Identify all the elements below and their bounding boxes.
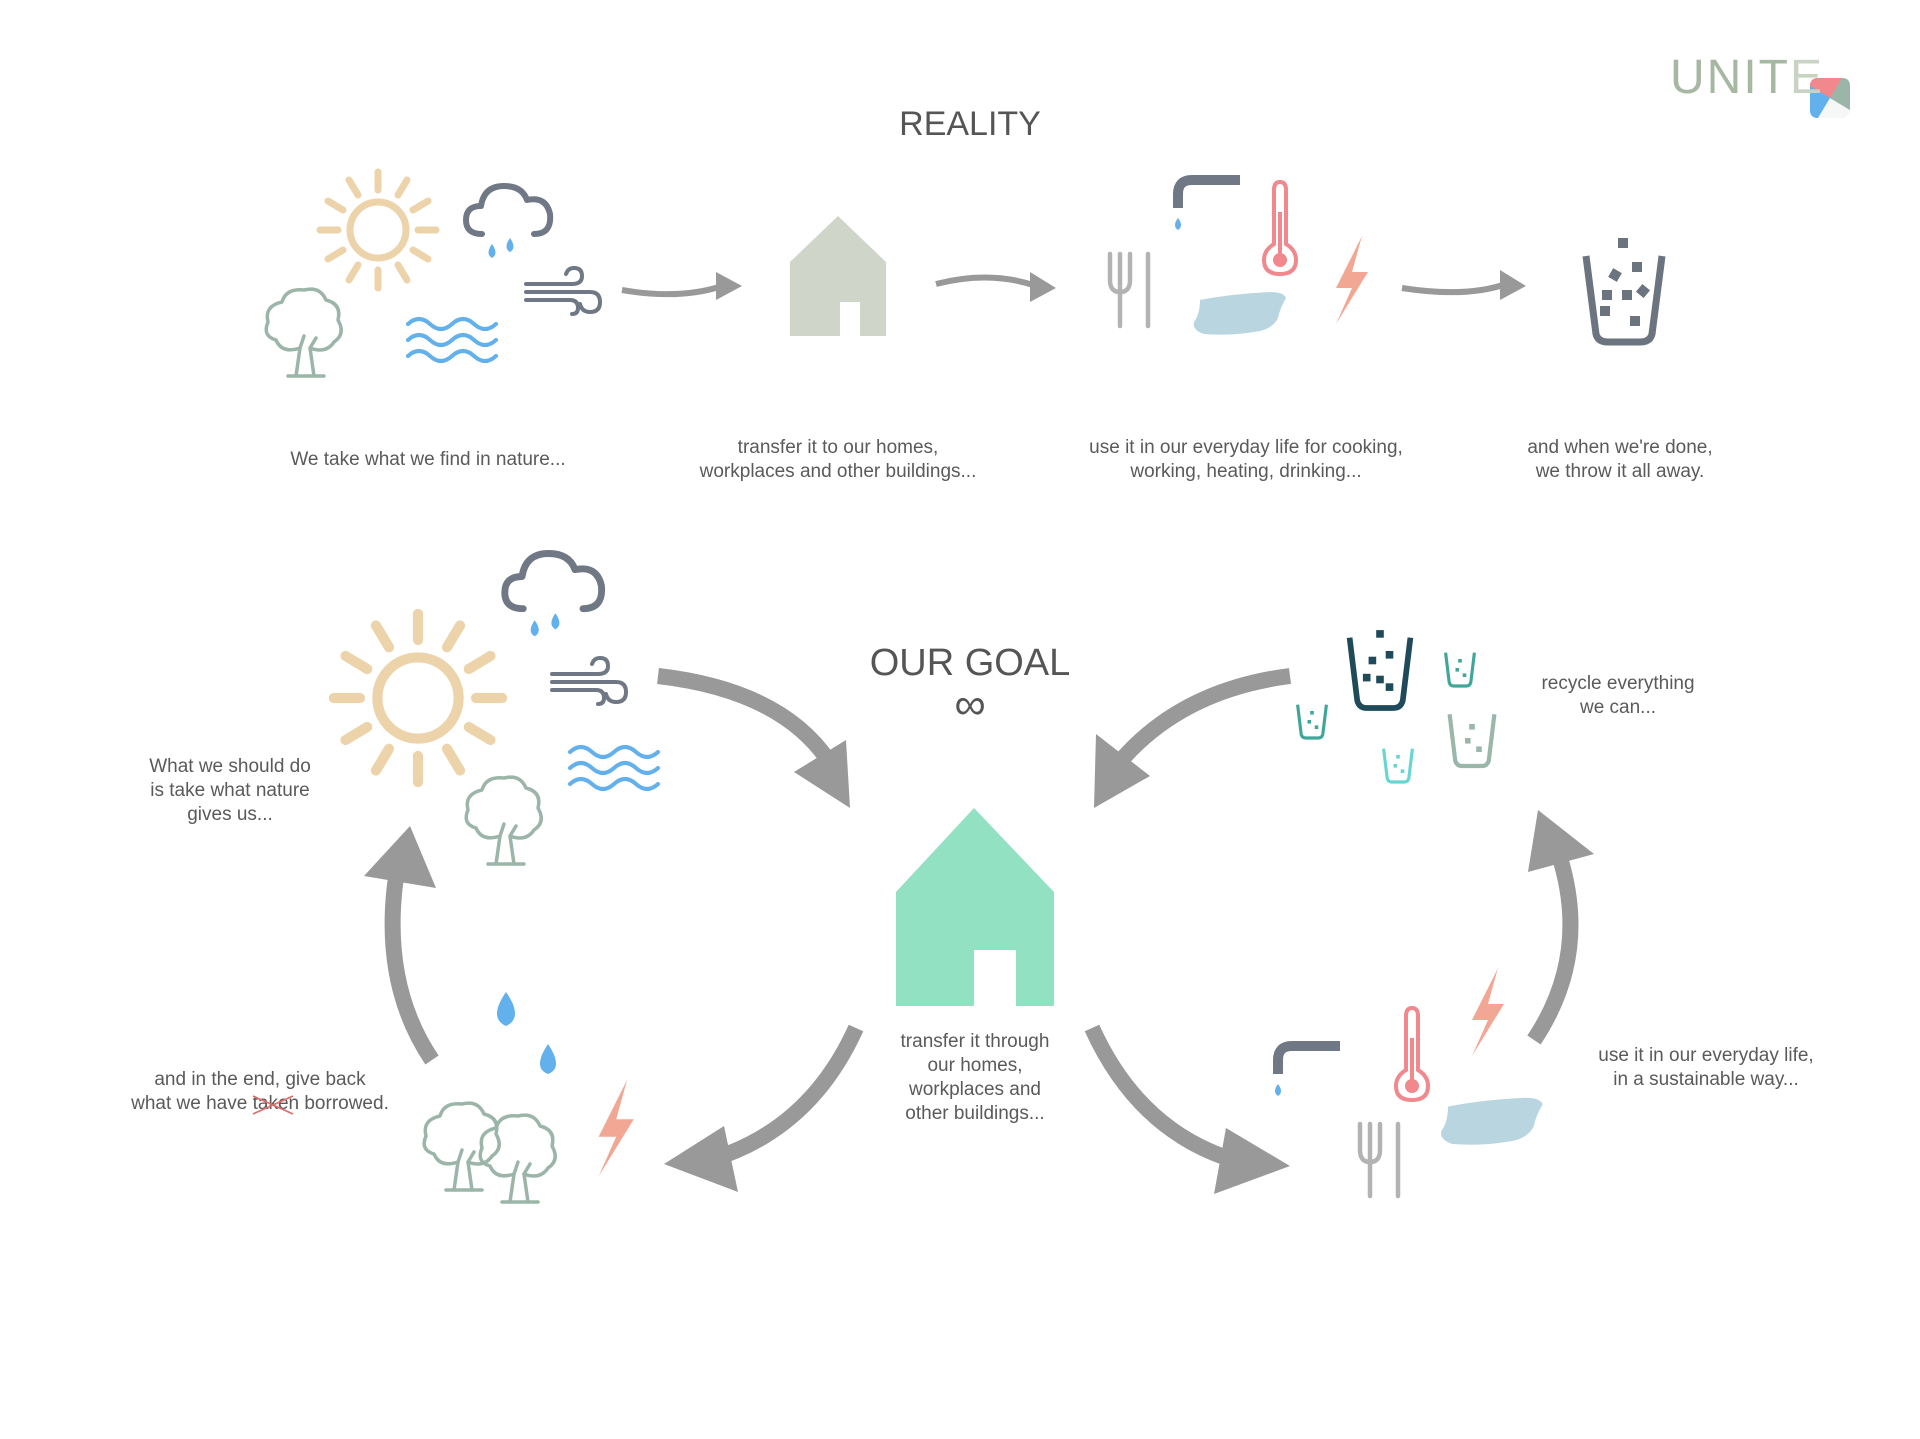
goal-nature-group <box>334 554 660 866</box>
tap-icon <box>1275 1046 1340 1096</box>
goal-house-icon <box>896 808 1054 1006</box>
reality-arrow-1 <box>621 272 742 300</box>
fork-knife-icon <box>1110 254 1148 326</box>
reality-use-group <box>1110 180 1368 335</box>
waves-icon <box>568 745 660 791</box>
thermometer-icon <box>1394 1006 1430 1102</box>
rain-cloud-icon <box>505 554 602 637</box>
goal-arrow-recycle-to-house <box>1094 668 1292 808</box>
lightning-icon <box>598 1079 634 1177</box>
tree-icon <box>422 1101 501 1192</box>
waves-icon <box>406 317 498 363</box>
recycle-bin-small-icon <box>1444 652 1476 688</box>
lightning-icon <box>1472 968 1504 1056</box>
infinity-icon: ∞ <box>954 680 986 729</box>
goal-arrow-house-to-use <box>1084 1024 1290 1194</box>
drop-icon <box>540 1044 556 1074</box>
trash-bin-icon <box>1586 238 1662 342</box>
goal-caption-transfer: transfer it through our homes, workplace… <box>900 1031 1050 1124</box>
tap-icon <box>1175 180 1240 230</box>
sun-icon <box>320 172 436 288</box>
goal-arrow-use-to-recycle <box>1527 810 1594 1045</box>
sun-icon <box>334 614 502 782</box>
goal-use-group <box>1275 968 1543 1196</box>
reality-arrow-3 <box>1401 270 1526 300</box>
cloth-icon <box>1441 1097 1543 1145</box>
struck-word: taken <box>252 1092 299 1116</box>
reality-arrow-2 <box>935 272 1056 302</box>
goal-caption-recycle: recycle everything we can... <box>1541 673 1695 718</box>
tree-icon <box>464 775 543 866</box>
goal-title: OUR GOAL <box>869 642 1071 684</box>
lightning-icon <box>1336 236 1368 324</box>
recycle-bin-sage-icon <box>1447 713 1497 769</box>
unite-logo: UNITE <box>1670 51 1824 104</box>
reality-caption-transfer: transfer it to our homes, workplaces and… <box>699 437 977 482</box>
goal-arrow-nature-to-house <box>657 668 850 808</box>
reality-title: REALITY <box>899 105 1041 143</box>
house-icon <box>790 216 886 336</box>
goal-arrow-house-to-giveback <box>664 1024 864 1192</box>
wind-icon <box>550 656 628 706</box>
thermometer-icon <box>1262 180 1298 276</box>
wind-icon <box>524 266 602 316</box>
rain-cloud-icon <box>466 186 550 258</box>
reality-nature-group <box>264 172 602 378</box>
reality-caption-done: and when we're done, we throw it all awa… <box>1527 437 1713 482</box>
goal-arrow-giveback-to-nature <box>364 826 439 1065</box>
fork-knife-icon <box>1360 1124 1398 1196</box>
goal-recycle-group <box>1296 630 1497 784</box>
recycle-bin-dark-icon <box>1346 630 1414 711</box>
reality-caption-nature: We take what we find in nature... <box>290 449 566 470</box>
recycle-bin-small-icon <box>1382 748 1414 784</box>
cloth-icon <box>1193 292 1286 335</box>
goal-caption-giveback: and in the end, give back what we have t… <box>131 1069 389 1116</box>
goal-caption-use: use it in our everyday life, in a sustai… <box>1598 1045 1814 1090</box>
goal-giveback-group <box>422 992 634 1204</box>
goal-caption-take: What we should do is take what nature gi… <box>149 756 311 825</box>
logo-mark-icon <box>1810 78 1850 118</box>
drop-icon <box>497 992 515 1026</box>
reality-caption-use: use it in our everyday life for cooking,… <box>1089 437 1403 482</box>
tree-icon <box>264 287 343 378</box>
recycle-bin-small-icon <box>1296 704 1328 740</box>
